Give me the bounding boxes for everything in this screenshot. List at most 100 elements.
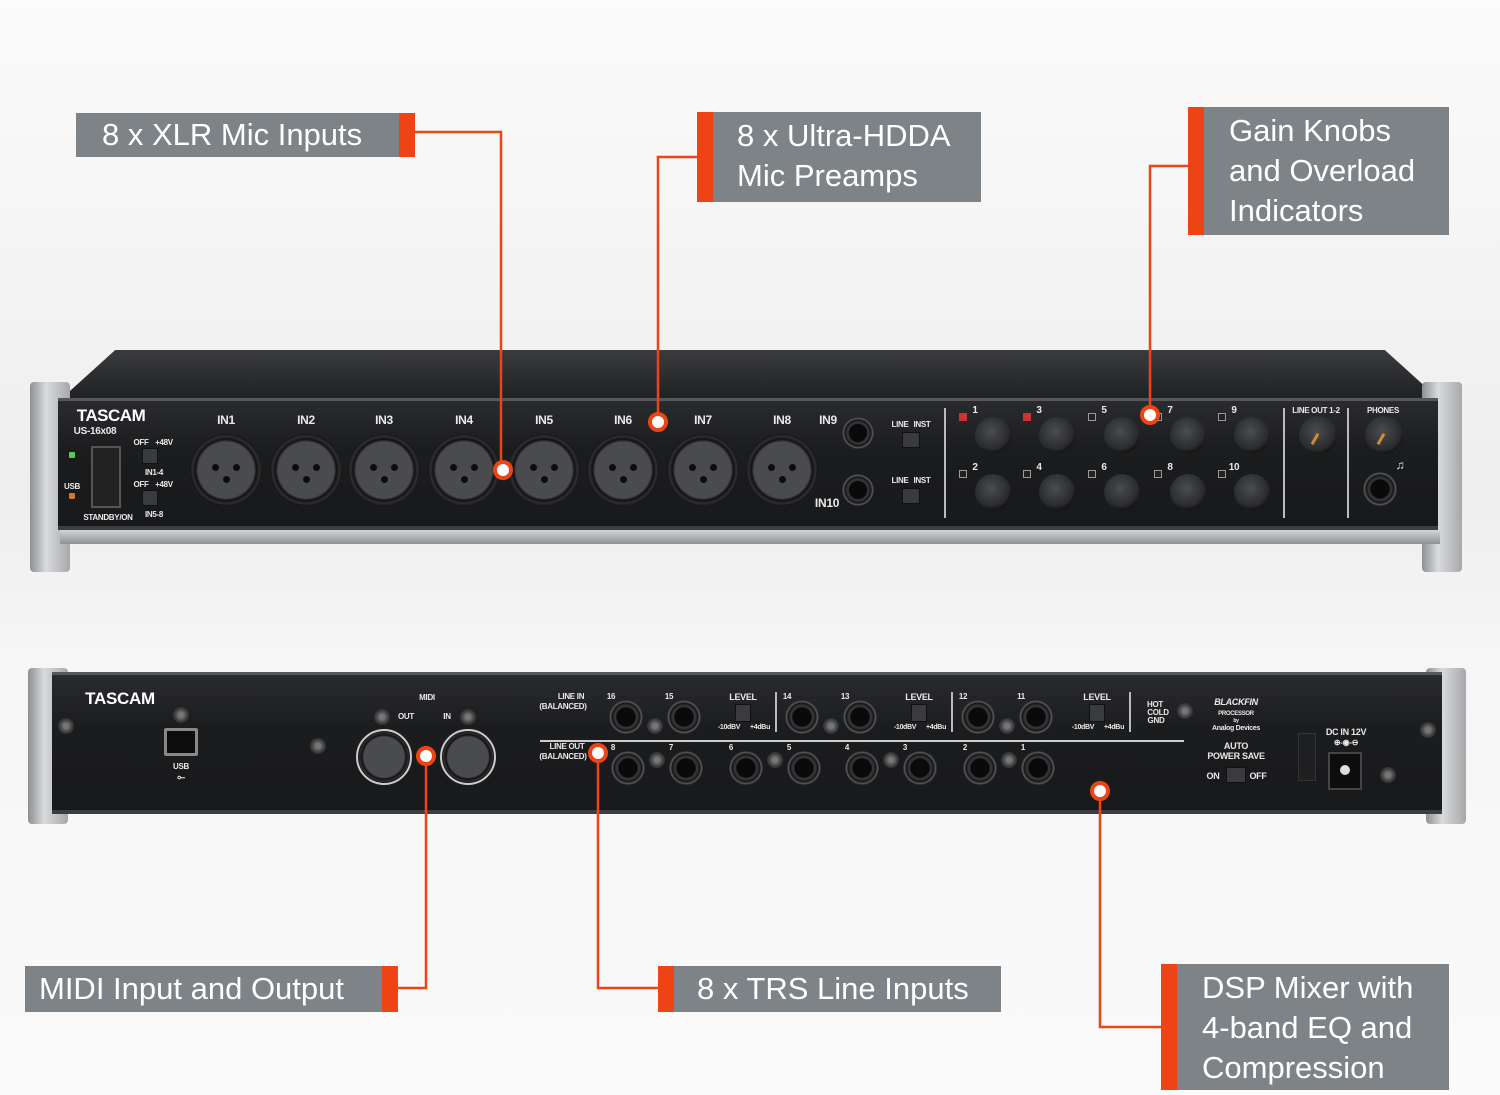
line-in-jack[interactable]	[961, 700, 995, 734]
line-in-jack[interactable]	[1019, 700, 1053, 734]
line-in-label: LINE IN	[557, 692, 585, 701]
level-switch[interactable]	[911, 704, 927, 722]
line-out-jack[interactable]	[845, 751, 879, 785]
callout-xlr-inputs: 8 x XLR Mic Inputs	[76, 113, 415, 157]
phones-level-knob[interactable]	[1365, 416, 1403, 454]
usb-b-port[interactable]	[164, 728, 198, 756]
polarity-icon: ⊕-◉-⊖	[1333, 738, 1359, 747]
xlr-input-jack[interactable]	[348, 434, 420, 506]
phones-jack[interactable]	[1363, 472, 1397, 506]
in10-instrument-jack[interactable]	[842, 474, 874, 506]
xlr-input-label: IN1	[217, 413, 235, 427]
midi-out-port[interactable]	[356, 729, 412, 785]
line-out-number: 3	[902, 743, 908, 752]
xlr-pin	[471, 464, 478, 471]
xlr-input-jack[interactable]	[270, 434, 342, 506]
line-out-jack[interactable]	[729, 751, 763, 785]
xlr-input-jack[interactable]	[190, 434, 262, 506]
xlr-pin	[530, 464, 537, 471]
line-out-jack[interactable]	[903, 751, 937, 785]
level-low-label: -10dBV	[717, 724, 741, 731]
line-in-jack[interactable]	[843, 700, 877, 734]
screw	[883, 752, 899, 768]
level-switch[interactable]	[1089, 704, 1105, 722]
in10-line-inst-switch[interactable]	[902, 488, 920, 504]
gain-knob[interactable]	[1234, 474, 1270, 510]
line-out-label: LINE OUT	[549, 742, 585, 751]
dc-in-label: DC IN 12V	[1325, 727, 1367, 737]
gain-knob[interactable]	[1039, 417, 1075, 453]
xlr-marker-dot	[493, 460, 513, 480]
xlr-input-jack[interactable]	[667, 434, 739, 506]
screw	[999, 718, 1015, 734]
line-out-jack[interactable]	[963, 751, 997, 785]
gain-knob[interactable]	[1170, 417, 1206, 453]
power-led	[69, 452, 75, 458]
callout-dsp-mixer: DSP Mixer with 4-band EQ and Compression	[1161, 964, 1449, 1090]
line-out-jack[interactable]	[1021, 751, 1055, 785]
screw	[460, 709, 476, 725]
callout-accent-bar	[382, 966, 398, 1012]
phantom-on-label: +48V	[155, 438, 173, 447]
level-switch[interactable]	[735, 704, 751, 722]
xlr-input-jack[interactable]	[746, 434, 818, 506]
dc-power-jack[interactable]	[1328, 752, 1362, 790]
overload-indicator	[1088, 470, 1096, 478]
gain-knob[interactable]	[1039, 474, 1075, 510]
line-in-jack[interactable]	[609, 700, 643, 734]
xlr-pin	[768, 464, 775, 471]
inst-label: INST	[913, 476, 931, 485]
callout-text: 8 x TRS Line Inputs	[697, 971, 969, 1006]
xlr-input-jack[interactable]	[428, 434, 500, 506]
standby-power-switch[interactable]	[91, 446, 121, 508]
line-in-jack[interactable]	[667, 700, 701, 734]
line-in-number: 14	[782, 692, 792, 701]
phantom-power-switch-1-4[interactable]	[142, 448, 158, 464]
xlr-input-label: IN3	[375, 413, 393, 427]
xlr-pin	[689, 464, 696, 471]
xlr-input-jack[interactable]	[587, 434, 659, 506]
line-out-level-knob[interactable]	[1299, 416, 1337, 454]
screw	[823, 718, 839, 734]
cable-hook	[1298, 733, 1316, 781]
line-out-jack[interactable]	[611, 751, 645, 785]
phantom-power-switch-5-8[interactable]	[142, 490, 158, 506]
in9-instrument-jack[interactable]	[842, 417, 874, 449]
screw	[647, 718, 663, 734]
inst-label: INST	[913, 420, 931, 429]
front-top-cover	[60, 350, 1440, 400]
trs-marker-dot	[588, 743, 608, 763]
xlr-pin	[609, 464, 616, 471]
level-low-label: -10dBV	[893, 724, 917, 731]
preamps-leader-line	[656, 155, 697, 422]
gain-knob[interactable]	[1170, 474, 1206, 510]
screw	[1177, 703, 1193, 719]
xlr-pin	[710, 464, 717, 471]
xlr-input-jack[interactable]	[508, 434, 580, 506]
callout-accent-bar	[399, 113, 415, 157]
gain-knob[interactable]	[1104, 474, 1140, 510]
level-label: LEVEL	[729, 692, 757, 702]
phantom-group-label: IN5-8	[144, 510, 164, 519]
channel-number-label: 2	[972, 462, 978, 473]
line-out-number: 1	[1020, 743, 1026, 752]
callout-accent-bar	[697, 112, 713, 202]
trs-leader-line	[596, 753, 658, 990]
midi-in-port[interactable]	[440, 729, 496, 785]
overload-indicator	[1023, 470, 1031, 478]
in9-line-inst-switch[interactable]	[902, 432, 920, 448]
gain-knob[interactable]	[1234, 417, 1270, 453]
screw	[1380, 767, 1396, 783]
divider	[944, 408, 946, 518]
gain-knob[interactable]	[975, 474, 1011, 510]
line-out-jack[interactable]	[669, 751, 703, 785]
gain-knob[interactable]	[1104, 417, 1140, 453]
xlr-input-label: IN4	[455, 413, 473, 427]
xlr-pin	[630, 464, 637, 471]
headphone-icon: ♫	[1395, 458, 1405, 472]
level-label: LEVEL	[1083, 692, 1111, 702]
line-out-jack[interactable]	[787, 751, 821, 785]
line-in-jack[interactable]	[785, 700, 819, 734]
auto-power-save-switch[interactable]	[1226, 767, 1246, 783]
gain-knob[interactable]	[975, 417, 1011, 453]
